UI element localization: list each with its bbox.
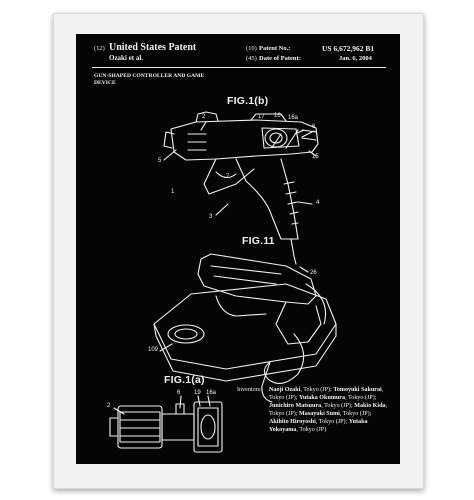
tag-10: (10) [246,45,257,52]
inventor-location: , Tokyo (JP); [321,403,355,410]
patent-authors: Ozaki et al. [109,54,144,62]
patent-poster: (12) United States Patent Ozaki et al. (… [76,34,400,464]
figure-1b-caption: FIG.1(b) [227,95,269,107]
inventor-location: , Tokyo (JP) [296,427,327,434]
header-rule [92,67,386,68]
inventor-name: Naoji Ozaki [269,387,301,393]
ref-2: 2 [202,114,206,120]
ref-26: 26 [310,270,317,276]
ref-16: 16 [274,113,281,119]
inventor-name: Akihito Hiroyoshi [269,419,316,426]
fig1a-ref-6: 6 [177,390,181,396]
ref-3: 3 [209,214,213,220]
ref-17: 17 [258,114,265,120]
inventor-location: , Tokyo (JP); [315,419,349,426]
figure-1a-caption: FIG.1(a) [164,374,205,386]
patent-type-title: United States Patent [109,42,197,53]
fig1a-ref-2: 2 [107,403,111,409]
fig1a-ref-16a: 16a [206,390,217,396]
inventors-label: Inventors: [237,387,262,393]
invention-title-line-2: DEVICE [94,80,116,86]
patent-date-label: Date of Patent: [259,55,301,62]
inventor-name: Yutaka Yokoyama [269,419,368,434]
tag-12: (12) [94,45,105,52]
tag-45: (45) [246,55,257,62]
fig-1a-top-view-drawing [109,401,223,453]
figure-11-caption: FIG.11 [242,235,275,247]
patent-line-drawings [109,111,337,453]
inventor-location: , Tokyo (JP); [345,395,377,402]
inventors-block: Inventors: Naoji Ozaki, Tokyo (JP); Tomo… [237,386,389,435]
ref-16a: 16a [288,115,299,121]
fig-1b-gun-drawing [163,111,319,265]
inventor-location: , Tokyo (JP); [339,411,372,418]
ref-6: 6 [312,124,316,130]
ref-15: 15 [312,154,319,160]
inventor-location: , Tokyo (JP); [300,387,334,393]
fig-11-console-drawing [153,253,337,403]
ref-1: 1 [171,189,175,195]
inventor-name: Yutaka Okumura [299,395,346,402]
inventor-location: , Tokyo (JP); [269,387,384,402]
ref-5: 5 [158,158,162,164]
patent-number-label: Patent No.: [259,45,291,52]
inventor-name: Tomoyuki Sakurai [333,387,382,393]
patent-date-value: Jan. 6, 2004 [339,55,372,62]
ref-7: 7 [226,174,230,180]
inventor-location: , Tokyo (JP); [269,403,388,418]
inventor-name: Masayuki Sumi [299,411,340,418]
fig1a-ref-19: 19 [194,390,201,396]
inventor-name: Junichiro Matsuura [269,403,322,410]
ref-109: 109 [148,347,159,353]
inventor-name: Makio Kida [354,403,386,410]
ref-4: 4 [316,200,320,206]
invention-title-line-1: GUN-SHAPED CONTROLLER AND GAME [94,73,205,79]
patent-number-value: US 6,672,962 B1 [322,44,375,53]
